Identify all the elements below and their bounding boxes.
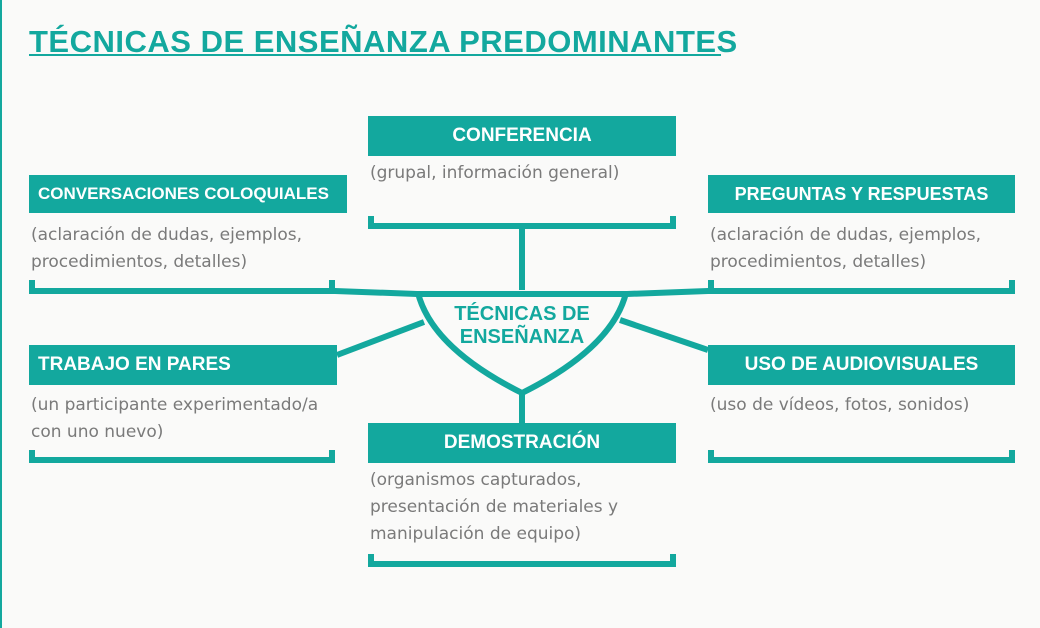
connector-trabajo	[335, 319, 426, 358]
bracket-ticks-top-row	[29, 280, 1015, 291]
page-title: TÉCNICAS DE ENSEÑANZA PREDOMINANTES	[29, 24, 738, 59]
connector-horizontal	[29, 288, 1015, 297]
node-demostracion: DEMOSTRACIÓN	[368, 423, 676, 463]
node-conferencia: CONFERENCIA	[368, 116, 676, 156]
desc-trabajo: (un participante experimentado/a con uno…	[31, 395, 319, 442]
bracket-demostracion	[368, 554, 676, 567]
title-underline	[29, 54, 721, 56]
center-node: TÉCNICAS DE ENSEÑANZA	[432, 303, 612, 349]
center-line1: TÉCNICAS DE	[454, 303, 590, 325]
node-trabajo: TRABAJO EN PARES	[29, 345, 337, 385]
node-preguntas: PREGUNTAS Y RESPUESTAS	[708, 175, 1015, 213]
desc-conversaciones: (aclaración de dudas, ejemplos, procedim…	[31, 225, 303, 272]
center-line2: ENSEÑANZA	[459, 326, 585, 348]
connector-audiovisuales	[619, 317, 709, 353]
node-conversaciones: CONVERSACIONES COLOQUIALES	[29, 175, 347, 213]
desc-demostracion: (organismos capturados, presentación de …	[370, 470, 619, 544]
node-audiovisuales: USO DE AUDIOVISUALES	[708, 345, 1015, 385]
desc-conferencia: (grupal, información general)	[370, 163, 620, 183]
desc-preguntas: (aclaración de dudas, ejemplos, procedim…	[710, 225, 982, 272]
bracket-audiovisuales	[708, 450, 1015, 463]
desc-audiovisuales: (uso de vídeos, fotos, sonidos)	[710, 395, 970, 415]
bracket-trabajo	[29, 450, 335, 463]
bracket-conferencia	[368, 216, 676, 229]
